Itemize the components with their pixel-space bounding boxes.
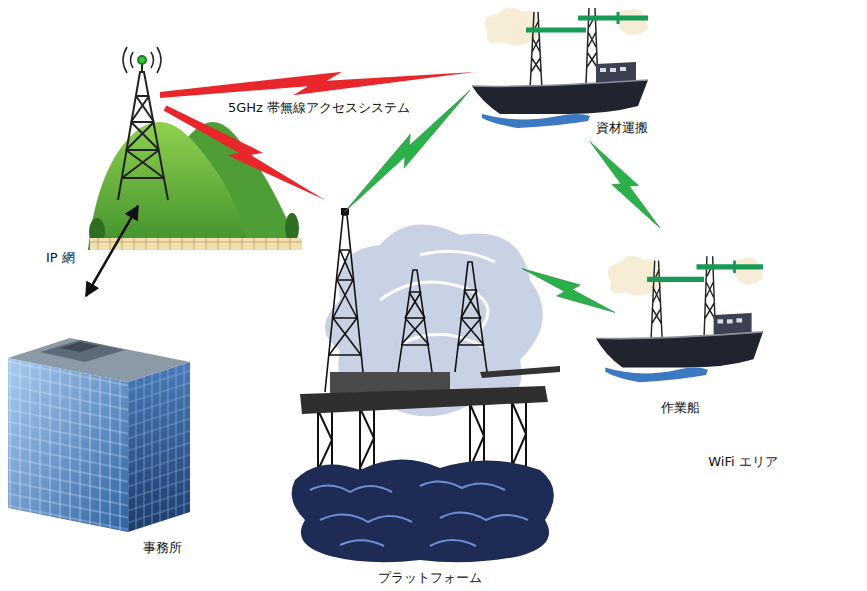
antenna-tower [118, 72, 168, 200]
antenna-tower [122, 96, 164, 178]
node-label: プラットフォーム [378, 570, 482, 586]
radio-link [160, 72, 475, 98]
office-building [8, 338, 190, 382]
node-label: 事務所 [143, 540, 182, 556]
platform-illustration [325, 215, 365, 392]
hill [90, 238, 302, 250]
ship-illustration [472, 7, 648, 128]
antenna-tower [138, 56, 146, 64]
office-building [8, 338, 190, 532]
platform-illustration [292, 459, 554, 562]
ip-link-arrow [86, 206, 138, 296]
office-building [128, 362, 190, 532]
office-building [8, 358, 128, 532]
ship-node: 作業船 [615, 228, 765, 420]
antenna-tower [118, 47, 168, 200]
radio-link [164, 105, 326, 200]
office-building [60, 342, 100, 352]
platform-illustration [458, 290, 484, 345]
platform-illustration [325, 215, 487, 392]
area-ellipse [191, 29, 867, 591]
ship-node: 資材運搬 [470, 2, 655, 142]
platform-illustration [398, 270, 432, 372]
platform-illustration [300, 386, 548, 414]
platform-node: プラットフォーム [300, 212, 522, 589]
network-label: IP 網 [44, 250, 77, 266]
node-label: WiFi エリア [708, 454, 777, 470]
platform-illustration [401, 292, 429, 345]
node-label: 作業船 [661, 400, 700, 416]
antenna-tower [123, 47, 161, 73]
platform-illustration [292, 208, 560, 562]
antenna-tower [122, 96, 164, 178]
platform-illustration [480, 366, 560, 378]
node-label: 資材運搬 [596, 120, 648, 136]
wireless-link [522, 269, 615, 313]
ip-link-arrow [86, 206, 138, 296]
system-label: 5GHz 帯無線アクセスシステム [226, 100, 412, 116]
hill [90, 238, 302, 250]
platform-illustration [310, 481, 528, 546]
office-node: 事務所 [5, 330, 195, 560]
wireless-link [590, 142, 660, 228]
platform-illustration [455, 262, 487, 372]
office-building [40, 340, 125, 362]
ship-illustration [596, 256, 763, 383]
platform-illustration [329, 250, 361, 355]
office-building [8, 358, 128, 532]
office-building [128, 362, 190, 532]
